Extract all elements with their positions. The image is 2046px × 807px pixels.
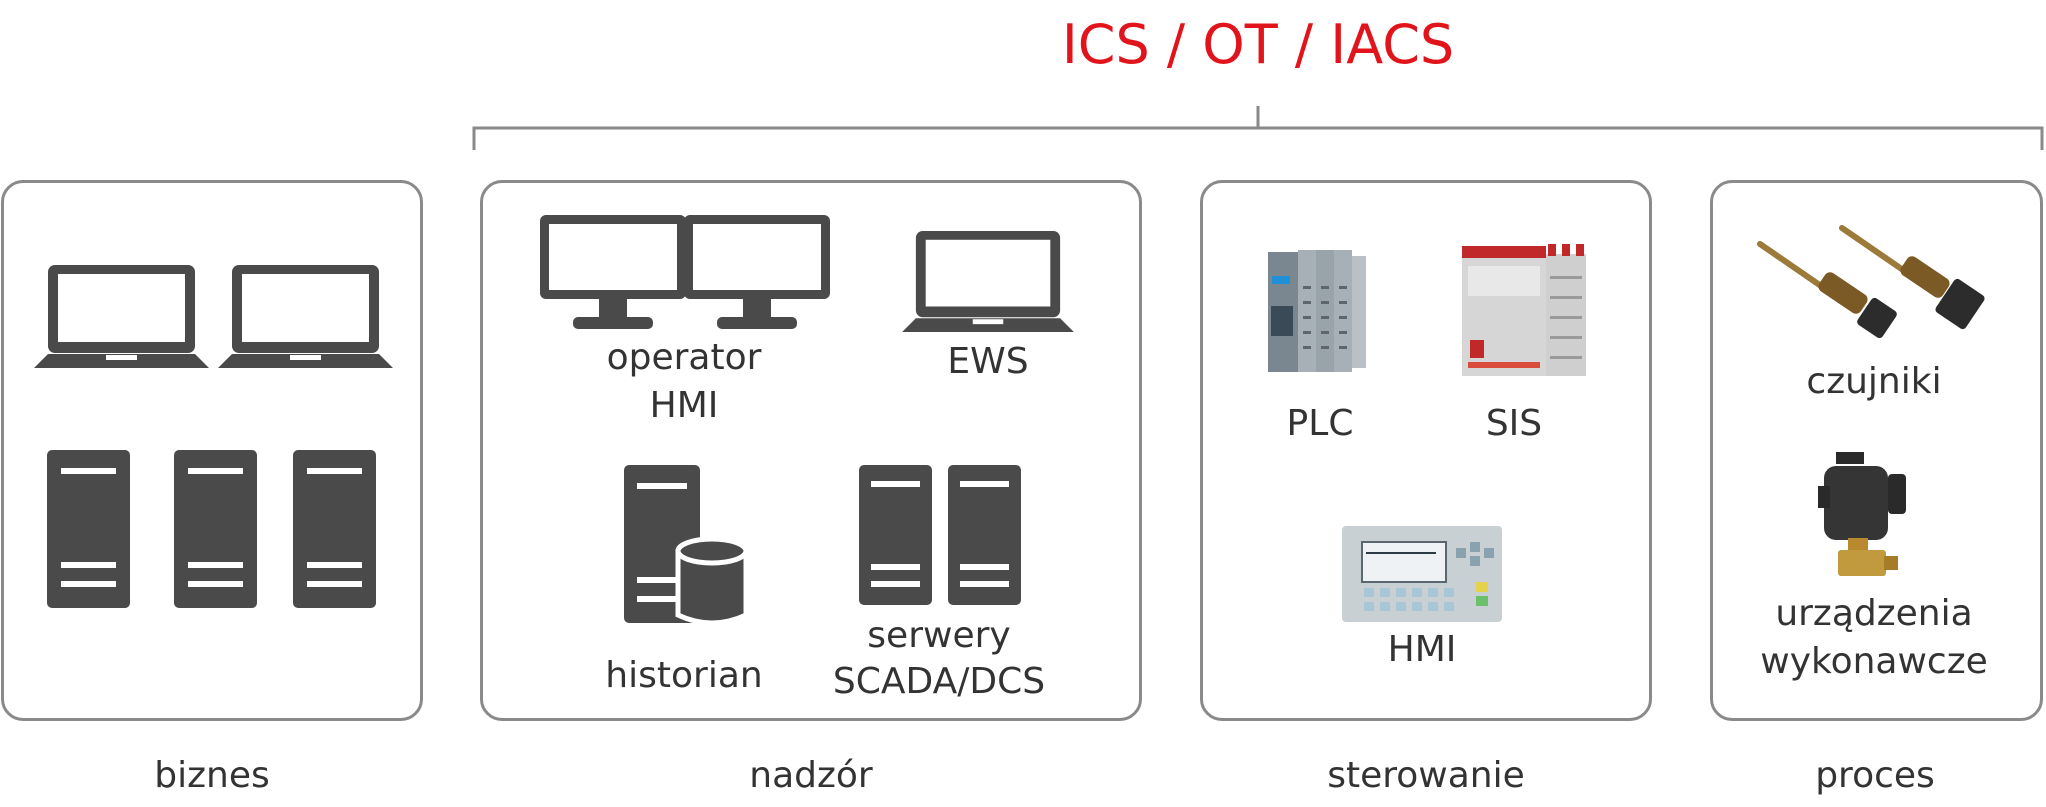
dual-monitor-icon xyxy=(540,215,830,329)
zone-caption-sterowanie: sterowanie xyxy=(1327,755,1525,796)
zone-caption-nadzor: nadzór xyxy=(749,755,873,796)
sis-label: SIS xyxy=(1485,403,1543,444)
plc-label: PLC xyxy=(1286,403,1354,444)
valve-icon xyxy=(1818,452,1906,576)
server-icon xyxy=(47,450,130,608)
zone-caption-biznes: biznes xyxy=(154,755,270,796)
hmi-label: HMI xyxy=(1387,629,1457,670)
panel-proces xyxy=(1710,180,2043,721)
operator-hmi-label-line1: operator xyxy=(606,337,762,378)
laptop-icon xyxy=(34,265,209,368)
historian-icon xyxy=(624,465,749,626)
sensor-icon xyxy=(1757,225,1985,339)
sis-device-icon xyxy=(1462,244,1586,376)
diagram-title: ICS / OT / IACS xyxy=(1061,13,1455,76)
scada-label-line2: SCADA/DCS xyxy=(832,661,1046,702)
actuators-label-line2: wykonawcze xyxy=(1760,641,1988,682)
server-icon xyxy=(859,465,932,605)
scada-label-line1: serwery xyxy=(867,615,1011,656)
laptop-icon xyxy=(902,230,1074,332)
server-icon xyxy=(948,465,1021,605)
plc-device-icon xyxy=(1268,250,1366,372)
server-icon xyxy=(174,450,257,608)
laptop-icon xyxy=(218,265,393,368)
server-icon xyxy=(293,450,376,608)
zone-caption-proces: proces xyxy=(1815,755,1935,796)
actuators-label-line1: urządzenia xyxy=(1775,593,1973,634)
operator-hmi-label-line2: HMI xyxy=(649,385,719,426)
ews-label: EWS xyxy=(947,341,1029,382)
sensors-label: czujniki xyxy=(1806,361,1942,402)
historian-label: historian xyxy=(605,655,763,696)
hmi-panel-icon xyxy=(1342,526,1502,622)
